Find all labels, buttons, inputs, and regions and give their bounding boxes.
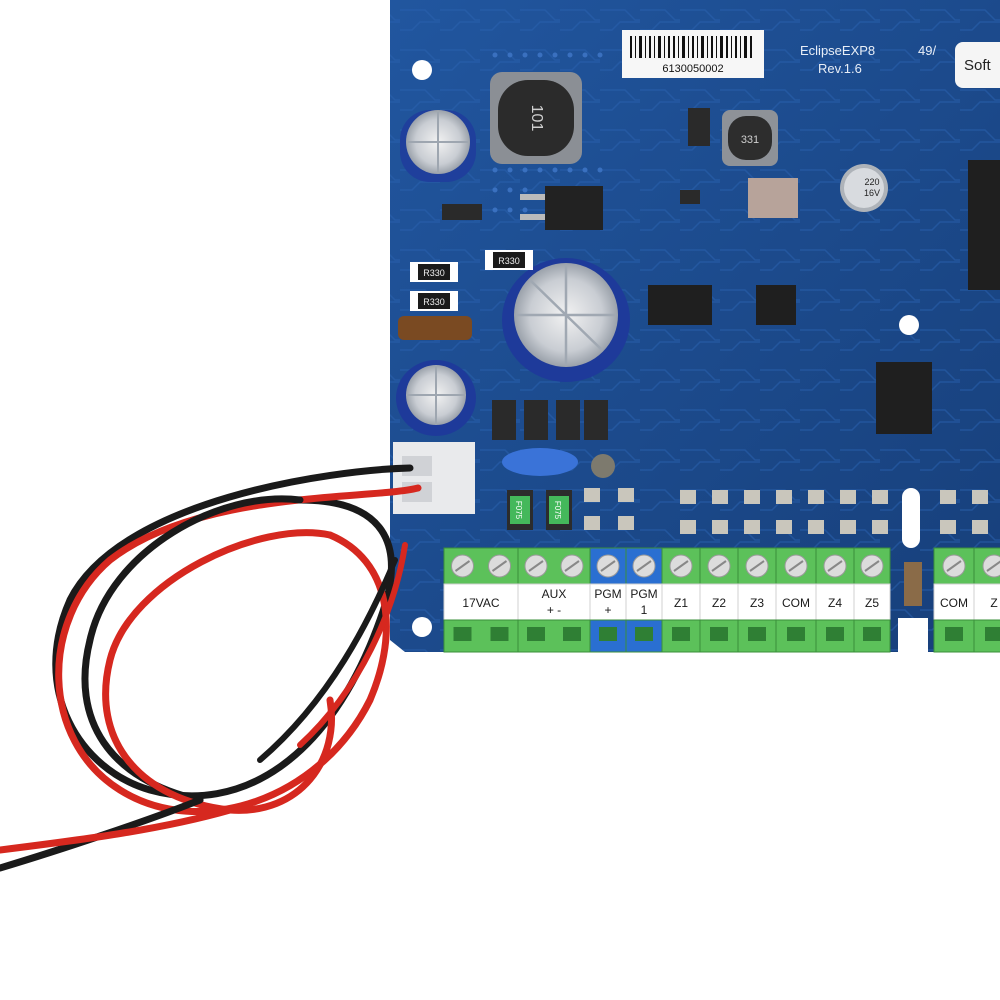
capacitor-mid-left	[396, 360, 476, 436]
wire-clamp-icon[interactable]	[563, 627, 581, 641]
wire-clamp-icon[interactable]	[527, 627, 545, 641]
terminal-label: Z2	[712, 596, 726, 610]
ic-chip-2	[756, 285, 796, 325]
revision-label: Rev.1.6	[818, 61, 862, 76]
smd-round	[591, 454, 615, 478]
model-suffix: 49/	[918, 43, 936, 58]
terminal-label: 17VAC	[462, 596, 499, 610]
resistor-r330-1: R330	[410, 262, 458, 282]
terminal-label: Z3	[750, 596, 764, 610]
fuse-label: F075	[514, 501, 523, 520]
resistor-r330-3: R330	[485, 250, 533, 270]
terminal-z[interactable]: Z	[973, 547, 1000, 653]
cap-value: 220	[864, 177, 879, 187]
wire-clamp-icon[interactable]	[635, 627, 653, 641]
resistor-r330-2: R330	[410, 291, 458, 311]
terminal-com[interactable]: COM	[933, 547, 975, 653]
ceramic-capacitor	[502, 448, 578, 476]
wire-clamp-icon[interactable]	[985, 627, 1000, 641]
terminal-z3[interactable]: Z3	[737, 547, 777, 653]
terminal-pgm[interactable]: PGM 1	[625, 547, 663, 653]
terminal-z2[interactable]: Z2	[699, 547, 739, 653]
fuse-2: F075	[546, 490, 572, 530]
terminal-label: AUX	[542, 587, 567, 601]
terminal-sublabel: +	[604, 603, 611, 617]
terminal-label: Z1	[674, 596, 688, 610]
terminal-label: PGM	[594, 587, 621, 601]
resistor-label: R330	[423, 268, 445, 278]
smd-pads	[584, 488, 988, 534]
power-wires	[0, 464, 422, 872]
smd-components	[442, 108, 710, 440]
terminal-sublabel: + -	[547, 603, 561, 617]
terminal-aux[interactable]: AUX + -	[517, 547, 591, 653]
terminal-pgm[interactable]: PGM +	[589, 547, 627, 653]
wire-clamp-icon[interactable]	[672, 627, 690, 641]
ic-chip-4	[968, 160, 1000, 290]
wire-clamp-icon[interactable]	[787, 627, 805, 641]
soft-sticker: Soft	[955, 42, 1000, 88]
serial-number: 6130050002	[662, 63, 723, 75]
ic-chip-3	[876, 362, 932, 434]
wire-clamp-icon[interactable]	[710, 627, 728, 641]
inductor-101: 101	[490, 72, 582, 164]
mounting-hole	[412, 60, 432, 80]
soft-label: Soft	[964, 57, 992, 74]
inductor-brown	[398, 316, 472, 340]
terminal-label: PGM	[630, 587, 657, 601]
barcode-sticker: 6130050002	[622, 30, 764, 78]
fuse-1: F075	[507, 490, 533, 530]
voltage-regulator	[520, 186, 603, 230]
board-slot	[902, 488, 920, 548]
wire-clamp-icon[interactable]	[490, 627, 509, 641]
wire-clamp-icon[interactable]	[748, 627, 766, 641]
terminal-z5[interactable]: Z5	[853, 547, 891, 653]
capacitor-small: 220 16V	[840, 164, 888, 212]
inductor-value: 101	[528, 105, 545, 132]
wire-clamp-icon[interactable]	[453, 627, 472, 641]
terminal-z1[interactable]: Z1	[661, 547, 701, 653]
capacitor-large	[502, 258, 630, 382]
terminal-label: COM	[940, 596, 968, 610]
terminal-block-right: COM Z	[933, 547, 1000, 653]
power-connector	[393, 442, 475, 514]
crystal-component	[748, 178, 798, 218]
wire-clamp-icon[interactable]	[599, 627, 617, 641]
resistor-label: R330	[423, 297, 445, 307]
terminal-sublabel: 1	[641, 603, 648, 617]
wire-clamp-icon[interactable]	[945, 627, 963, 641]
inductor-small-value: 331	[741, 134, 759, 146]
terminal-label: Z4	[828, 596, 842, 610]
terminal-z4[interactable]: Z4	[815, 547, 855, 653]
terminal-17vac[interactable]: 17VAC	[443, 547, 519, 653]
mounting-hole	[899, 315, 919, 335]
mounting-hole	[412, 617, 432, 637]
terminal-label: COM	[782, 596, 810, 610]
terminal-block-left: 17VAC AUX + - PGM + PGM 1 Z1 Z2 Z3 COM Z4 Z5	[443, 547, 891, 653]
terminal-label: Z	[990, 596, 997, 610]
inductor-331: 331	[722, 110, 778, 166]
terminal-label: Z5	[865, 596, 879, 610]
terminal-com[interactable]: COM	[775, 547, 817, 653]
wire-clamp-icon[interactable]	[826, 627, 844, 641]
resistor-label: R330	[498, 256, 520, 266]
model-name: EclipseEXP8	[800, 43, 875, 58]
wire-clamp-icon[interactable]	[863, 627, 881, 641]
cap-voltage: 16V	[864, 188, 880, 198]
capacitor-top-left	[400, 110, 476, 182]
ic-chip-1	[648, 285, 712, 325]
tact-switch	[904, 562, 922, 606]
fuse-label: F075	[553, 501, 562, 520]
screw-icon[interactable]	[982, 554, 1000, 578]
